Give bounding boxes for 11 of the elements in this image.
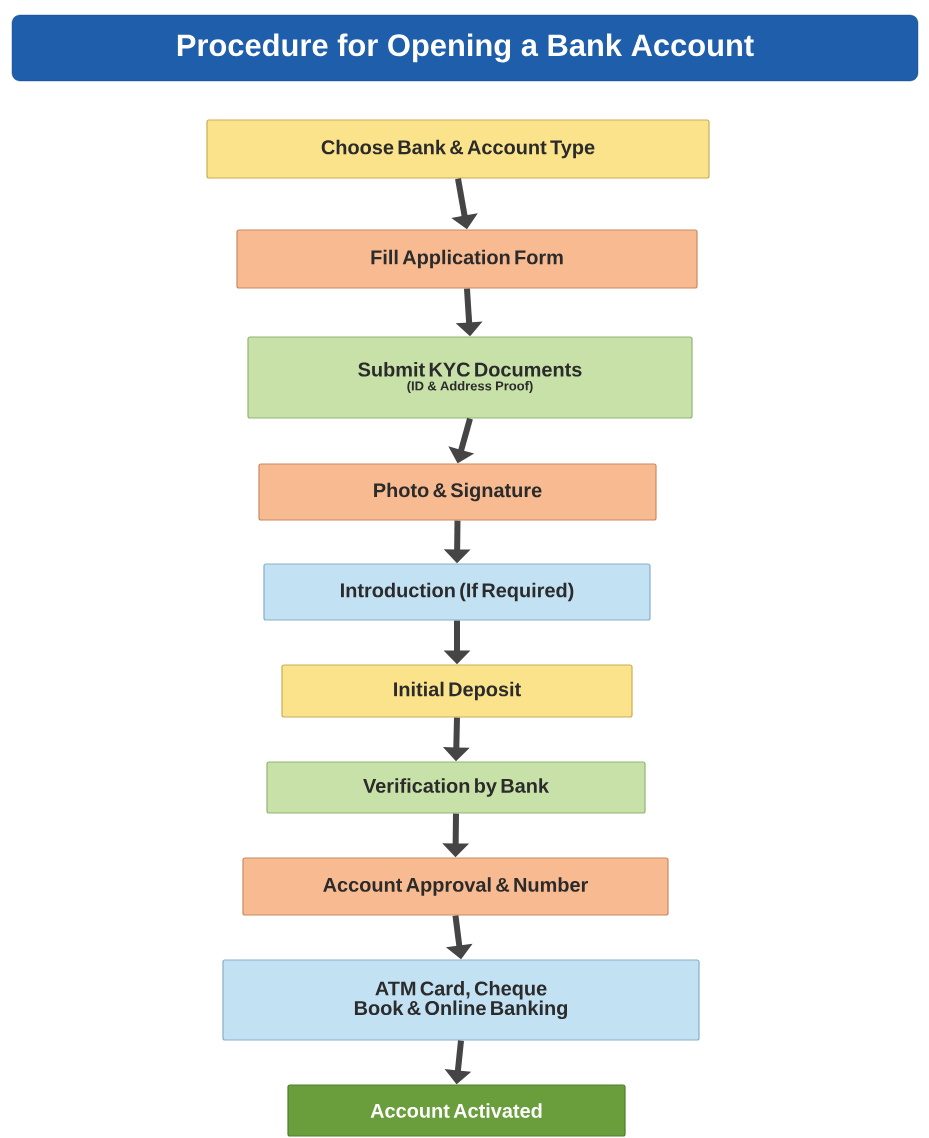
process-box: Account Approval & Number (242, 857, 669, 916)
title-banner: Procedure for Opening a Bank Account (11, 14, 919, 82)
process-box: Introduction (If Required) (263, 563, 651, 621)
process-box: Choose Bank & Account Type (206, 119, 710, 179)
process-box: ATM Card, Cheque Book & Online Banking (222, 959, 700, 1041)
process-box: Fill Application Form (236, 229, 698, 289)
process-box: Photo & Signature (258, 463, 657, 521)
process-box: Submit KYC Documents (ID & Address Proof) (247, 336, 693, 419)
process-box: Verification by Bank (266, 761, 646, 814)
process-box: Account Activated (287, 1084, 626, 1137)
process-box: Initial Deposit (281, 664, 633, 718)
